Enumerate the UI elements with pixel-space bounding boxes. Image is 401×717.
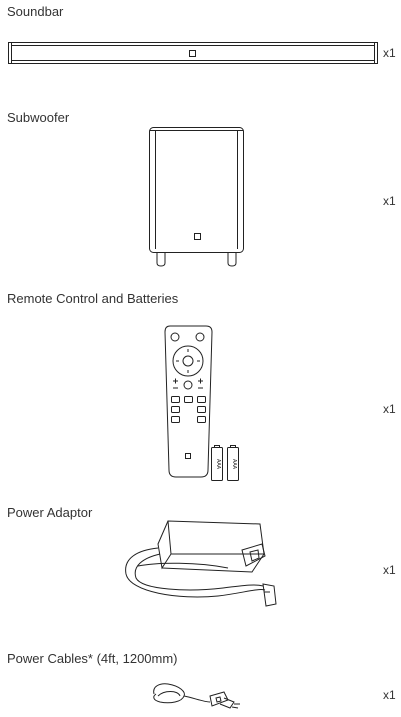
remote-control-icon <box>164 325 213 478</box>
power-adaptor-label: Power Adaptor <box>7 505 93 520</box>
power-cables-qty: x1 <box>383 688 396 702</box>
remote-label: Remote Control and Batteries <box>7 291 179 306</box>
soundbar-qty: x1 <box>383 46 396 60</box>
power-adaptor-qty: x1 <box>383 563 396 577</box>
battery-1-text: AAA <box>215 459 221 470</box>
subwoofer-icon <box>149 127 244 267</box>
power-cable-icon <box>153 683 240 709</box>
soundbar-icon <box>8 42 378 64</box>
remote-qty: x1 <box>383 402 396 416</box>
battery-2-text: AAA <box>231 459 237 470</box>
power-adaptor-icon <box>125 520 277 607</box>
power-cables-label: Power Cables* (4ft, 1200mm) <box>7 651 178 666</box>
subwoofer-label: Subwoofer <box>7 110 70 125</box>
battery-icon: AAA AAA <box>211 445 239 481</box>
subwoofer-qty: x1 <box>383 194 396 208</box>
soundbar-label: Soundbar <box>7 4 64 19</box>
